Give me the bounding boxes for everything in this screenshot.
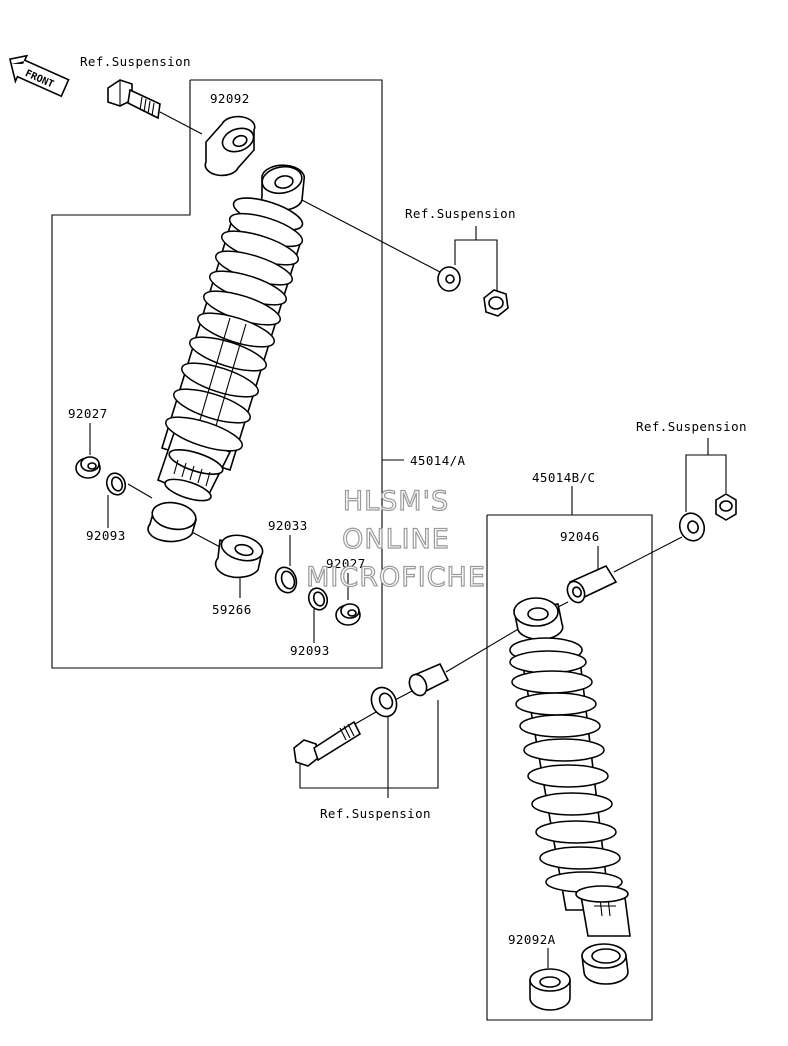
circlip-92033 <box>274 566 298 594</box>
bushing-92092 <box>204 115 256 177</box>
watermark-line-3: MICROFICHE <box>306 562 486 593</box>
watermark-line-2: ONLINE <box>342 524 450 555</box>
nut-upper-right <box>483 289 509 317</box>
bushing-92092a <box>529 968 571 1011</box>
assembly-box-45014bc <box>486 514 653 1021</box>
label-45014a: 45014/A <box>410 453 466 468</box>
washer-lower <box>370 686 398 718</box>
washer-92093-left <box>105 472 127 496</box>
watermark: HLSM'S ONLINE MICROFICHE <box>305 485 486 593</box>
label-92027-right: 92027 <box>326 556 366 571</box>
spacer-92046 <box>566 564 618 604</box>
ref-suspension-far-right: Ref.Suspension <box>636 419 747 434</box>
collar-92027-right <box>335 603 361 626</box>
bushing-59266 <box>214 534 264 579</box>
front-arrow-icon: FRONT <box>8 54 70 98</box>
spacer-lower <box>408 662 450 697</box>
part-labels: Ref.Suspension 92092 Ref.Suspension 9202… <box>68 54 747 947</box>
label-92092: 92092 <box>210 91 250 106</box>
ref-suspension-bottom: Ref.Suspension <box>320 806 431 821</box>
ref-suspension-top-left: Ref.Suspension <box>80 54 191 69</box>
shock-absorber-lower <box>509 597 631 985</box>
label-92093-left: 92093 <box>86 528 126 543</box>
assembly-box-45014a <box>51 79 383 669</box>
washer-upper-right <box>437 266 461 292</box>
label-92033: 92033 <box>268 518 308 533</box>
watermark-line-1: HLSM'S <box>343 486 449 517</box>
label-92092a: 92092A <box>508 932 556 947</box>
label-92046: 92046 <box>560 529 600 544</box>
washer-far-right <box>678 512 706 542</box>
washer-92093-right <box>307 587 329 611</box>
collar-92027-left <box>75 456 101 479</box>
label-92093-right: 92093 <box>290 643 330 658</box>
nut-far-right <box>715 493 737 521</box>
shock-absorber-upper <box>147 164 306 543</box>
label-45014bc: 45014B/C <box>532 470 595 485</box>
label-92027-left: 92027 <box>68 406 108 421</box>
label-59266: 59266 <box>212 602 252 617</box>
spring-coils-lower <box>509 650 623 893</box>
spring-coils-upper <box>165 212 304 452</box>
leader-lines <box>89 111 727 968</box>
bolt-lower <box>293 720 362 767</box>
bolt-top-left <box>107 79 161 120</box>
ref-suspension-right-upper: Ref.Suspension <box>405 206 516 221</box>
